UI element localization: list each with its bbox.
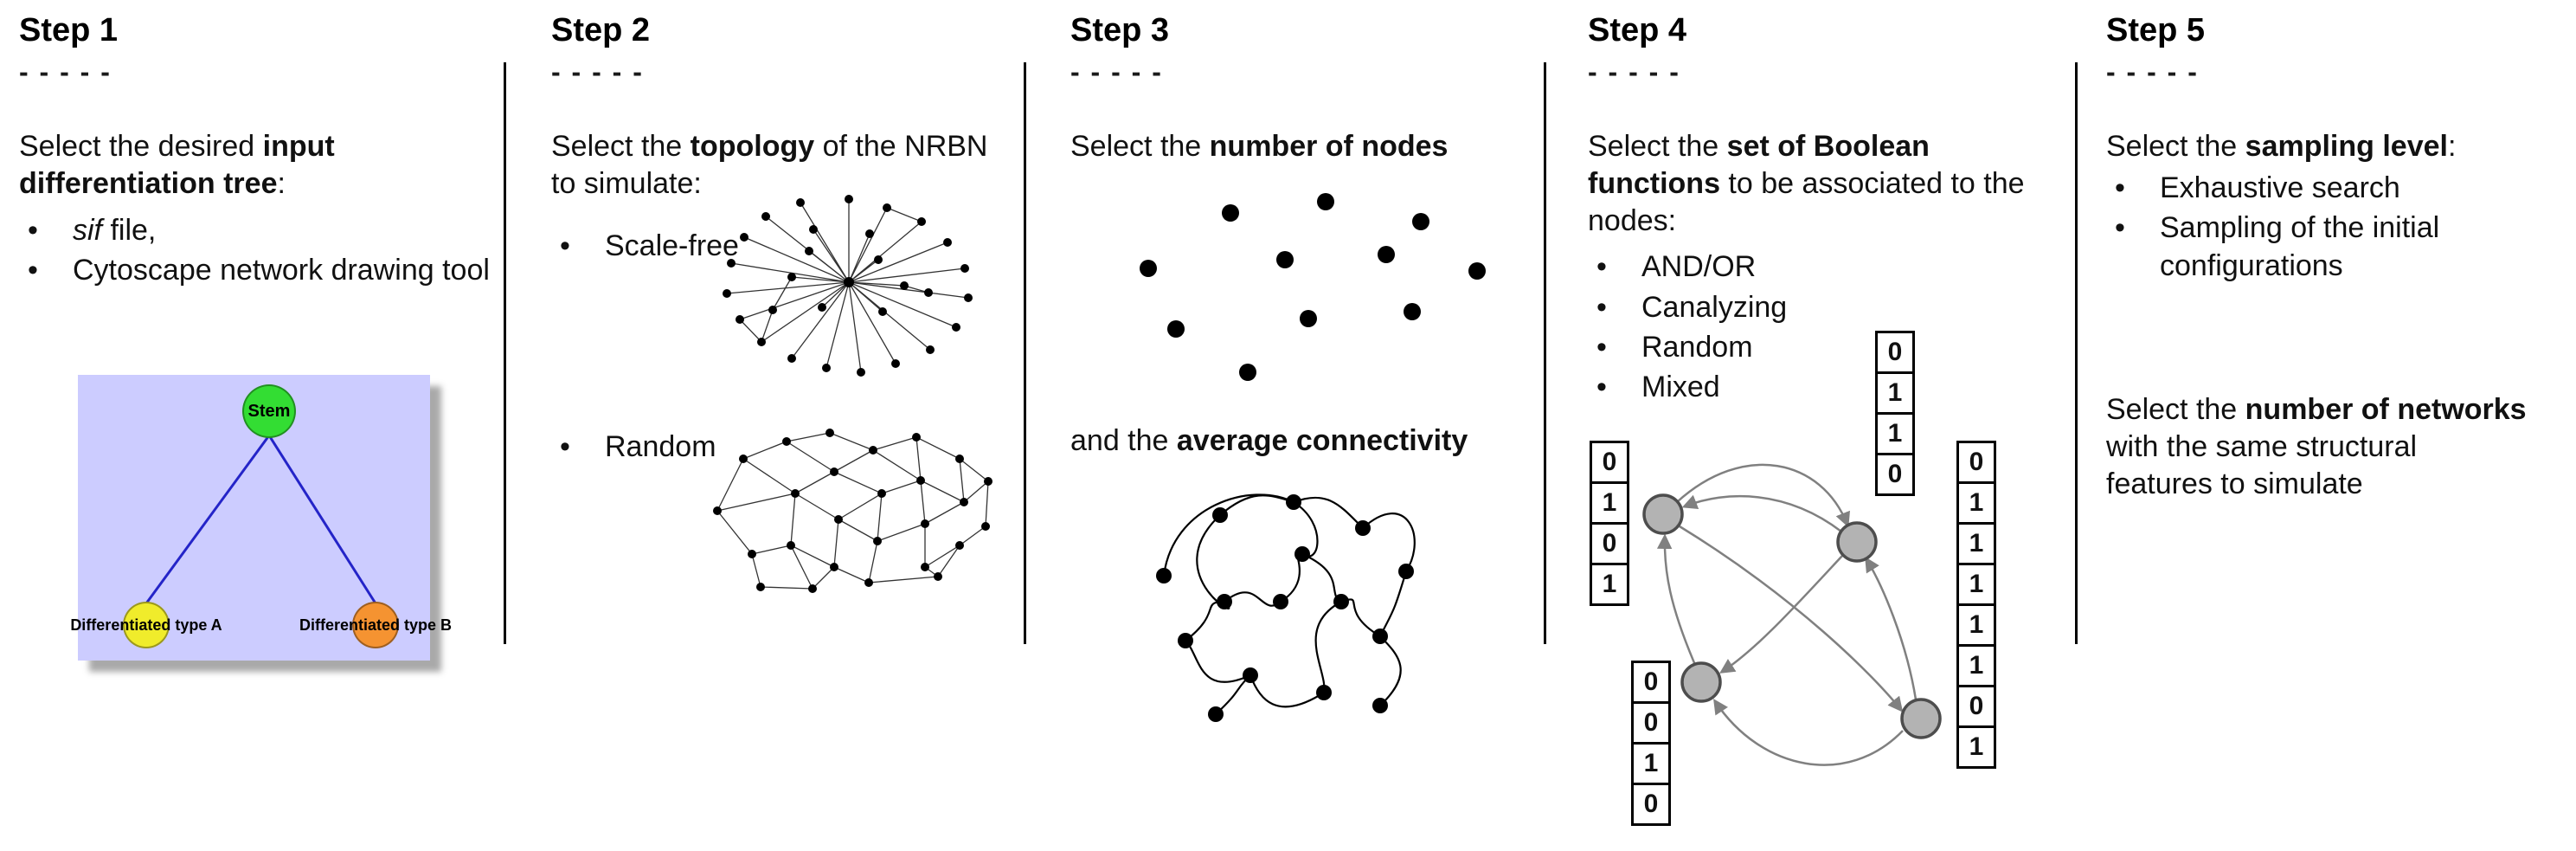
truth-table-cell: 0	[1875, 453, 1915, 496]
bullet-icon: •	[1596, 290, 1607, 324]
truth-table-right: 0 1 1 1 1 1 0 1	[1956, 441, 1996, 769]
truth-table-cell: 0	[1956, 441, 1996, 484]
step-4-column: Step 4 - - - - - Select the set of Boole…	[1588, 0, 2059, 851]
step-5-instruction: Select the sampling level:	[2106, 130, 2457, 163]
bullet-and-or: • AND/OR	[1588, 248, 2059, 286]
differentiated-type-b-node	[352, 602, 399, 648]
step-5-title: Step 5	[2106, 12, 2206, 48]
step-1-instruction: Select the desired input differentiation…	[19, 130, 335, 200]
stem-node-label: Stem	[247, 401, 291, 421]
step-5-dashes: - - - - -	[2106, 56, 2199, 87]
step-1-dashes: - - - - -	[19, 56, 112, 87]
truth-table-cell: 1	[1875, 412, 1915, 455]
column-divider-1	[504, 62, 506, 644]
boolean-network-graphic: 0 1 0 1 0 1 1 0 0 0 1 0 0 1 1 1	[1588, 320, 2059, 851]
tree-edges-graphic	[145, 435, 377, 604]
truth-table-left: 0 1 0 1	[1590, 441, 1629, 606]
step-4-title: Step 4	[1588, 12, 1687, 48]
step-2-dashes: - - - - -	[551, 56, 644, 87]
bullet-icon: •	[560, 430, 570, 463]
step-4-dashes: - - - - -	[1588, 56, 1680, 87]
step-3-dashes: - - - - -	[1070, 56, 1163, 87]
column-divider-3	[1544, 62, 1546, 644]
bullet-icon: •	[560, 229, 570, 262]
bullet-icon: •	[28, 213, 38, 247]
bullet-random-functions: • Random	[1588, 328, 2059, 366]
step-2-instruction: Select the topology of the NRBN to simul…	[551, 130, 988, 200]
step-5-options: • Exhaustive search • Sampling of the in…	[2106, 169, 2565, 286]
column-divider-2	[1024, 62, 1026, 644]
step-5-instruction-2: Select the number of networks with the s…	[2106, 393, 2527, 500]
bullet-icon: •	[2115, 171, 2125, 204]
truth-table-cell: 0	[1631, 701, 1671, 745]
boolean-network-edges-nodes	[1642, 463, 1942, 766]
truth-table-top: 0 1 1 0	[1875, 331, 1915, 496]
truth-table-cell: 0	[1590, 441, 1629, 484]
random-network-graphic	[713, 429, 992, 593]
bullet-cytoscape-tool: • Cytoscape network drawing tool	[19, 251, 491, 289]
bullet-icon: •	[2115, 211, 2125, 245]
bullet-scale-free: • Scale-free	[551, 227, 1001, 265]
bullet-icon: •	[28, 253, 38, 287]
column-divider-4	[2075, 62, 2078, 644]
differentiated-type-a-label: Differentiated type A	[70, 616, 222, 634]
bullet-icon: •	[1596, 371, 1607, 404]
connectivity-tangle-graphic	[1156, 493, 1416, 722]
truth-table-cell: 1	[1956, 481, 1996, 525]
step-3-instruction-2: and the average connectivity	[1070, 424, 1468, 457]
bullet-exhaustive-search: • Exhaustive search	[2106, 169, 2565, 207]
truth-table-cell: 1	[1631, 742, 1671, 785]
bullet-icon: •	[1596, 330, 1607, 364]
bullet-sif-file: • sif file,	[19, 211, 491, 249]
truth-table-cell: 1	[1956, 603, 1996, 647]
bullet-sampling-initial-configurations: • Sampling of the initial configurations	[2106, 209, 2565, 285]
bullet-icon: •	[1596, 250, 1607, 284]
step-2-column: Step 2 - - - - - Select the topology of …	[551, 0, 1001, 851]
truth-table-cell: 1	[1956, 644, 1996, 687]
truth-table-cell: 0	[1631, 661, 1671, 704]
step-5-column: Step 5 - - - - - Select the sampling lev…	[2106, 0, 2565, 851]
differentiation-tree-graphic: Stem Differentiated type A Differentiate…	[70, 375, 452, 661]
bullet-mixed: • Mixed	[1588, 368, 2059, 406]
bullet-canalyzing: • Canalyzing	[1588, 288, 2059, 326]
differentiated-type-b-label: Differentiated type B	[299, 616, 453, 634]
step-2-options: • Scale-free	[551, 227, 1001, 265]
truth-table-cell: 0	[1590, 522, 1629, 565]
truth-table-bottom: 0 0 1 0	[1631, 661, 1671, 826]
scale-free-network-graphic	[723, 195, 973, 377]
truth-table-cell: 1	[1875, 371, 1915, 415]
truth-table-cell: 0	[1875, 331, 1915, 374]
bullet-random: • Random	[551, 428, 811, 466]
truth-table-cell: 1	[1956, 563, 1996, 606]
step-3-column: Step 3 - - - - - Select the number of no…	[1070, 0, 1542, 851]
truth-table-cell: 1	[1956, 522, 1996, 565]
truth-table-cell: 1	[1590, 481, 1629, 525]
step-1-title: Step 1	[19, 12, 119, 48]
step-2-title: Step 2	[551, 12, 651, 48]
truth-table-cell: 1	[1590, 563, 1629, 606]
step-1-column: Step 1 - - - - - Select the desired inpu…	[19, 0, 491, 851]
step-3-instruction: Select the number of nodes	[1070, 130, 1449, 163]
truth-table-cell: 1	[1956, 725, 1996, 769]
step-4-instruction: Select the set of Boolean functions to b…	[1588, 130, 2025, 237]
step-1-options: • sif file, • Cytoscape network drawing …	[19, 211, 491, 289]
differentiated-type-a-node	[123, 602, 170, 648]
truth-table-cell: 0	[1631, 783, 1671, 826]
step-3-title: Step 3	[1070, 12, 1170, 48]
nodes-scatter-graphic	[1140, 193, 1486, 381]
stem-node	[242, 384, 296, 438]
step-4-options: • AND/OR • Canalyzing • Random • Mixed	[1588, 248, 2059, 406]
truth-table-cell: 0	[1956, 685, 1996, 728]
